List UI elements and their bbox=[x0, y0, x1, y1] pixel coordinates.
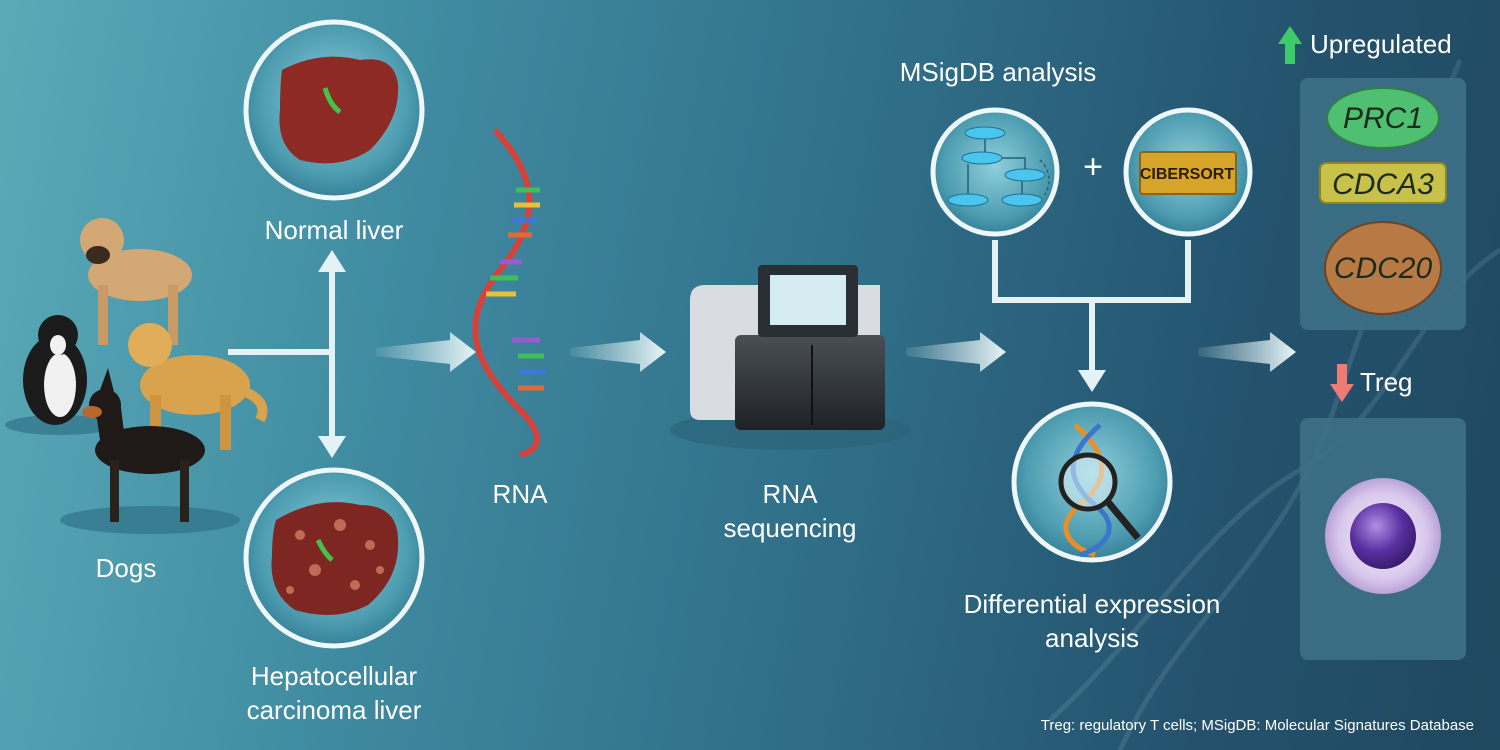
gene-badge-cdca3: CDCA3 bbox=[1319, 162, 1447, 204]
normal-liver-circle bbox=[243, 19, 425, 201]
branch-connector bbox=[228, 270, 335, 440]
pathway-diagram-icon bbox=[947, 126, 1046, 207]
rna-sequencing-label: RNA sequencing bbox=[700, 478, 880, 546]
seq-label-line2: sequencing bbox=[723, 512, 857, 543]
plus-sign: + bbox=[1083, 148, 1103, 186]
treg-cell-icon bbox=[1325, 478, 1441, 594]
gene-label-cdc20: CDC20 bbox=[1334, 252, 1433, 285]
gene-label-prc1: PRC1 bbox=[1343, 102, 1423, 135]
dea-label: Differential expression analysis bbox=[930, 588, 1254, 656]
flow-arrow-2 bbox=[570, 332, 666, 372]
upregulated-label: Upregulated bbox=[1310, 29, 1452, 59]
hcc-liver-label: Hepatocellular carcinoma liver bbox=[214, 660, 454, 728]
gene-badge-prc1: PRC1 bbox=[1326, 87, 1440, 149]
seq-label-line1: RNA bbox=[762, 479, 818, 509]
doberman-dog bbox=[82, 368, 205, 522]
arrow-down-to-dea bbox=[1078, 370, 1106, 392]
arrow-down-to-hcc-liver bbox=[318, 436, 346, 458]
golden-retriever-dog bbox=[128, 323, 268, 450]
mastiff-dog bbox=[80, 218, 192, 345]
dogs-label: Dogs bbox=[95, 553, 157, 583]
gene-badge-cdc20: CDC20 bbox=[1324, 221, 1442, 315]
hcc-liver-circle bbox=[243, 467, 425, 649]
border-collie-dog bbox=[23, 315, 87, 425]
hcc-label-line2: carcinoma liver bbox=[246, 694, 422, 725]
hcc-liver-icon bbox=[271, 502, 399, 615]
rna-label: RNA bbox=[492, 479, 548, 509]
msigdb-label: MSigDB analysis bbox=[899, 57, 1097, 87]
treg-label: Treg bbox=[1360, 367, 1413, 397]
rna-helix-icon bbox=[472, 127, 546, 458]
merge-connector bbox=[992, 240, 1191, 372]
magnifier-icon bbox=[1058, 452, 1118, 512]
down-arrow-icon bbox=[1330, 364, 1354, 402]
normal-liver-label: Normal liver bbox=[264, 215, 404, 245]
hcc-label-line1: Hepatocellular bbox=[250, 661, 418, 691]
gene-label-cdca3: CDCA3 bbox=[1332, 168, 1434, 201]
flow-arrow-1 bbox=[376, 332, 476, 372]
arrow-up-to-normal-liver bbox=[318, 250, 346, 272]
msigdb-circle bbox=[930, 107, 1060, 237]
dea-circle bbox=[1011, 401, 1173, 563]
up-arrow-icon bbox=[1278, 26, 1302, 64]
dea-label-line2: analysis bbox=[1045, 622, 1139, 653]
flow-arrow-4 bbox=[1198, 332, 1296, 372]
dogs-illustration bbox=[5, 218, 268, 534]
flow-arrow-3 bbox=[906, 332, 1006, 372]
cibersort-label: CIBERSORT bbox=[1140, 166, 1234, 183]
rna-sequencer-icon bbox=[670, 265, 910, 450]
cibersort-circle bbox=[1123, 107, 1253, 237]
dea-label-line1: Differential expression bbox=[963, 589, 1221, 619]
footnote: Treg: regulatory T cells; MSigDB: Molecu… bbox=[1040, 717, 1474, 734]
